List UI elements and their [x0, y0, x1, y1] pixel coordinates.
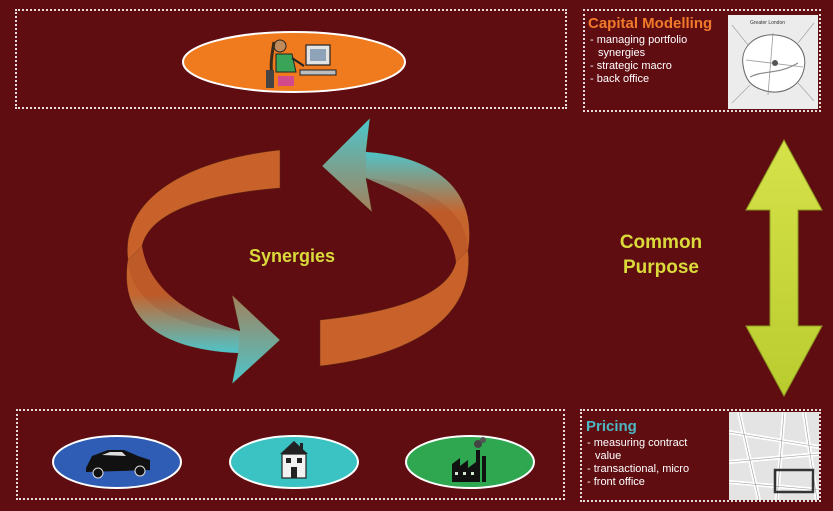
pricing-item: - transactional, micro [587, 463, 690, 475]
pricing-item: - measuring contract [587, 437, 688, 449]
london-map-image: Greater London [728, 15, 818, 109]
person-at-computer-icon [266, 39, 337, 88]
pricing-item: - front office [587, 476, 645, 488]
capital-item-text: synergies [598, 47, 646, 59]
pricing-title: Pricing [586, 418, 637, 435]
factory-icon [452, 437, 486, 482]
factory-oval [405, 435, 535, 489]
house-icon [280, 441, 308, 479]
capital-modelling-list: - managing portfolio synergies - strateg… [590, 34, 687, 86]
pricing-item: value [587, 450, 689, 463]
pricing-item-text: value [595, 450, 622, 462]
top-panel [15, 9, 567, 109]
capital-modelling-title: Capital Modelling [588, 15, 713, 32]
car-icon [86, 450, 150, 479]
capital-item: synergies [590, 47, 687, 60]
capital-item: - back office [590, 73, 650, 85]
capital-item: - managing portfolio [590, 34, 688, 46]
synergies-label: Synergies [248, 246, 336, 266]
street-map-image [729, 412, 819, 500]
left-cycle-band [126, 246, 240, 353]
double-arrow [745, 138, 823, 398]
bottom-panel [16, 409, 565, 500]
common-purpose-label: Common Purpose [619, 232, 703, 278]
map-caption: Greater London [750, 20, 786, 26]
right-cycle-band [366, 152, 470, 262]
pricing-list: - measuring contract value - transaction… [587, 437, 689, 489]
right-cycle-arrow [319, 117, 470, 367]
capital-item: - strategic macro [590, 60, 672, 72]
capital-panel [583, 9, 821, 112]
pricing-panel [580, 409, 821, 502]
